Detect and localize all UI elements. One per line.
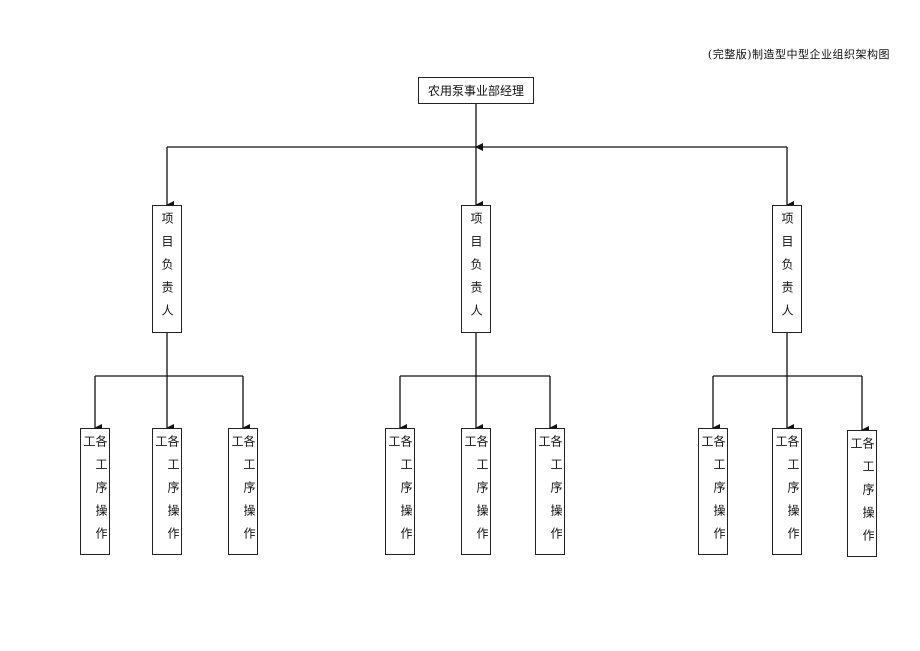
manager-node-label: 项目负责人 (160, 212, 174, 327)
manager-node: 项目负责人 (152, 205, 182, 333)
worker-node-label: 各工序操作工 (387, 435, 413, 550)
manager-node: 项目负责人 (772, 205, 802, 333)
worker-node-label: 各工序操作工 (537, 435, 563, 550)
worker-node: 各工序操作工 (80, 428, 110, 555)
root-node: 农用泵事业部经理 (418, 77, 534, 104)
worker-node: 各工序操作工 (385, 428, 415, 555)
manager-node-label: 项目负责人 (469, 212, 483, 327)
worker-node-label: 各工序操作工 (230, 435, 256, 550)
worker-node: 各工序操作工 (772, 428, 802, 555)
worker-node-label: 各工序操作工 (700, 435, 726, 550)
manager-node-label: 项目负责人 (780, 212, 794, 327)
worker-node: 各工序操作工 (847, 430, 877, 557)
worker-node: 各工序操作工 (152, 428, 182, 555)
worker-node: 各工序操作工 (461, 428, 491, 555)
worker-node-label: 各工序操作工 (82, 435, 108, 550)
worker-node: 各工序操作工 (535, 428, 565, 555)
manager-node: 项目负责人 (461, 205, 491, 333)
worker-node: 各工序操作工 (698, 428, 728, 555)
root-node-label: 农用泵事业部经理 (427, 84, 524, 98)
document-header: (完整版)制造型中型企业组织架构图 (707, 48, 890, 61)
worker-node-label: 各工序操作工 (463, 435, 489, 550)
worker-node-label: 各工序操作工 (849, 437, 875, 552)
worker-node: 各工序操作工 (228, 428, 258, 555)
worker-node-label: 各工序操作工 (774, 435, 800, 550)
worker-node-label: 各工序操作工 (154, 435, 180, 550)
